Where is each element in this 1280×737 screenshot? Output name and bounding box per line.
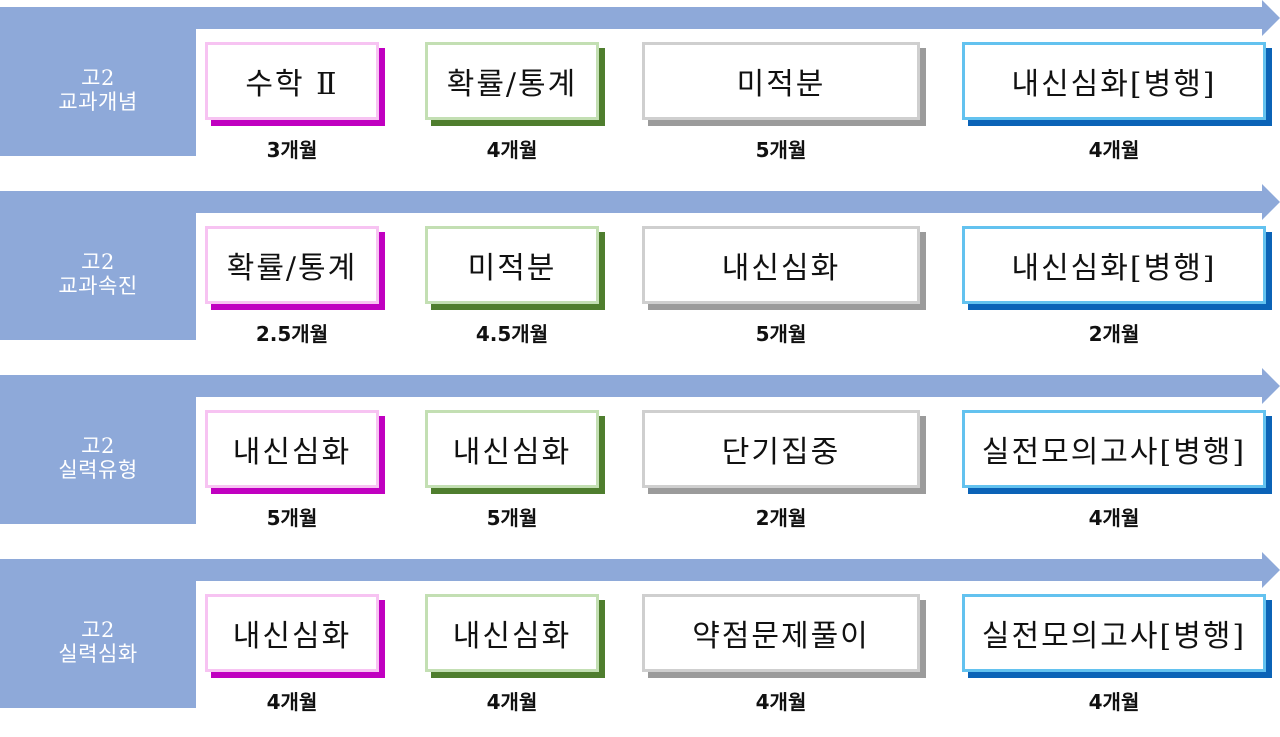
timeline-arrow: [0, 552, 1280, 588]
step-title: 내신심화[병행]: [1011, 67, 1217, 102]
step-card: 미적분: [642, 42, 920, 120]
course-name: 교과개념: [58, 90, 138, 114]
course-name: 실력유형: [58, 458, 138, 482]
track-row: 고2 실력유형 내신심화 내신심화 단기집중 실전모의고사[병행] 5개월 5개…: [0, 368, 1280, 553]
step-card: 내신심화: [205, 410, 379, 488]
grade-label: 고2: [81, 434, 115, 458]
step-duration: 5개월: [755, 138, 807, 162]
step-card: 확률/통계: [425, 42, 599, 120]
step-card: 내신심화: [425, 410, 599, 488]
step-title: 확률/통계: [446, 67, 578, 102]
step-duration: 4개월: [1088, 690, 1140, 714]
step-title: 내신심화: [452, 435, 572, 470]
course-name: 교과속진: [58, 274, 138, 298]
step-duration: 5개월: [266, 506, 318, 530]
step-card: 내신심화: [642, 226, 920, 304]
step-title: 미적분: [736, 67, 826, 102]
step-duration: 4개월: [1088, 138, 1140, 162]
timeline-arrow: [0, 368, 1280, 404]
step-title: 수학 Ⅱ: [245, 67, 339, 102]
grade-label: 고2: [81, 618, 115, 642]
step-title: 실전모의고사[병행]: [981, 435, 1247, 470]
step-card: 수학 Ⅱ: [205, 42, 379, 120]
step-duration: 5개월: [486, 506, 538, 530]
step-duration: 2.5개월: [255, 322, 329, 346]
step-duration: 5개월: [755, 322, 807, 346]
step-duration: 4개월: [486, 138, 538, 162]
grade-label: 고2: [81, 250, 115, 274]
step-duration: 4개월: [755, 690, 807, 714]
step-title: 내신심화: [721, 251, 841, 286]
step-duration: 4개월: [1088, 506, 1140, 530]
course-name: 실력심화: [58, 642, 138, 666]
timeline-arrow: [0, 184, 1280, 220]
grade-label: 고2: [81, 66, 115, 90]
track-row: 고2 교과속진 확률/통계 미적분 내신심화 내신심화[병행] 2.5개월 4.…: [0, 184, 1280, 369]
step-title: 내신심화[병행]: [1011, 251, 1217, 286]
step-title: 내신심화: [452, 619, 572, 654]
step-duration: 2개월: [1088, 322, 1140, 346]
step-title: 실전모의고사[병행]: [981, 619, 1247, 654]
step-card: 내신심화[병행]: [962, 42, 1266, 120]
step-card: 단기집중: [642, 410, 920, 488]
step-duration: 2개월: [755, 506, 807, 530]
step-duration: 4.5개월: [475, 322, 549, 346]
course-label: 고2 교과속진: [0, 208, 196, 340]
step-card: 내신심화: [425, 594, 599, 672]
step-duration: 3개월: [266, 138, 318, 162]
step-title: 미적분: [467, 251, 557, 286]
step-card: 약점문제풀이: [642, 594, 920, 672]
step-card: 확률/통계: [205, 226, 379, 304]
step-card: 실전모의고사[병행]: [962, 594, 1266, 672]
track-row: 고2 교과개념 수학 Ⅱ 확률/통계 미적분 내신심화[병행] 3개월 4개월 …: [0, 0, 1280, 185]
course-label: 고2 교과개념: [0, 24, 196, 156]
step-title: 확률/통계: [226, 251, 358, 286]
step-title: 내신심화: [232, 435, 352, 470]
step-title: 내신심화: [232, 619, 352, 654]
step-card: 내신심화[병행]: [962, 226, 1266, 304]
course-label: 고2 실력심화: [0, 576, 196, 708]
step-card: 미적분: [425, 226, 599, 304]
step-card: 실전모의고사[병행]: [962, 410, 1266, 488]
step-card: 내신심화: [205, 594, 379, 672]
track-row: 고2 실력심화 내신심화 내신심화 약점문제풀이 실전모의고사[병행] 4개월 …: [0, 552, 1280, 737]
step-title: 약점문제풀이: [692, 619, 870, 654]
step-title: 단기집중: [721, 435, 841, 470]
step-duration: 4개월: [266, 690, 318, 714]
timeline-arrow: [0, 0, 1280, 36]
step-duration: 4개월: [486, 690, 538, 714]
course-label: 고2 실력유형: [0, 392, 196, 524]
